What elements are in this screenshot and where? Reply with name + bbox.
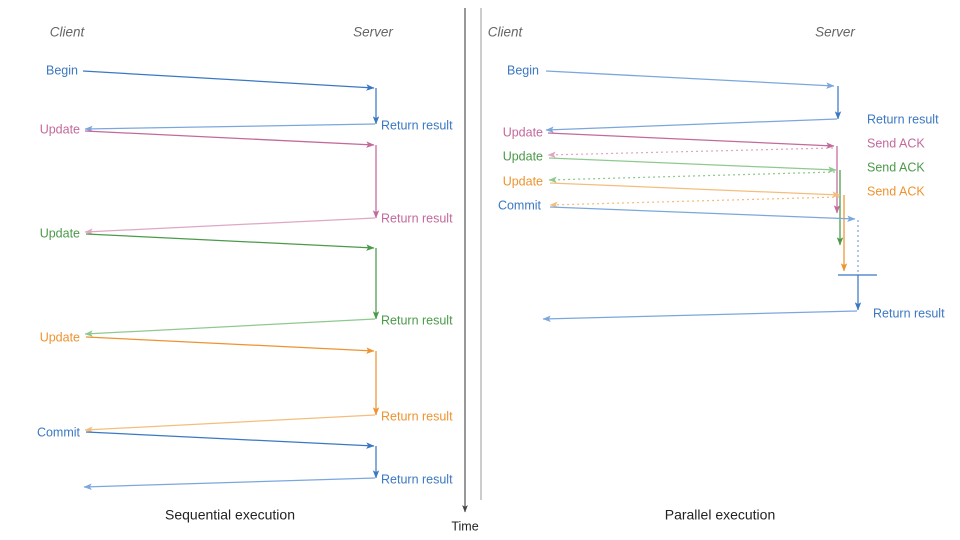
client-message-label-2: Update: [503, 149, 543, 163]
message-commit-request: [85, 431, 375, 449]
server-message-label-1: Return result: [381, 211, 453, 225]
message-update2-ack: [548, 171, 836, 184]
server-message-label-0: Return result: [867, 112, 939, 126]
client-lifeline-header: Client: [50, 25, 86, 40]
message-update1-request: [84, 130, 375, 148]
message-update2-request: [548, 157, 837, 173]
server-message-label-3: Send ACK: [867, 184, 925, 198]
server-message-label-1: Send ACK: [867, 136, 925, 150]
client-message-label-1: Update: [40, 122, 80, 136]
message-begin-request: [82, 70, 375, 91]
server-message-label-0: Return result: [381, 118, 453, 132]
message-update1-request: [547, 132, 835, 149]
client-message-label-4: Commit: [498, 198, 542, 212]
message-update2-request: [85, 233, 375, 251]
server-message-label-2: Send ACK: [867, 160, 925, 174]
panel-caption-sequential: Sequential execution: [165, 507, 295, 523]
time-axis-layer: Time: [451, 8, 482, 533]
client-message-label-0: Begin: [46, 63, 78, 77]
message-begin-return: [84, 123, 376, 133]
client-message-label-1: Update: [503, 125, 543, 139]
server-message-label-4: Return result: [381, 472, 453, 486]
message-commit-return: [542, 310, 858, 323]
message-update1-return: [84, 217, 376, 235]
message-commit-request: [549, 206, 856, 222]
client-lifeline-header: Client: [488, 25, 524, 40]
server-lifeline-header: Server: [353, 25, 393, 40]
message-update3-return: [84, 414, 376, 433]
message-update2-return: [84, 318, 376, 337]
client-message-label-2: Update: [40, 226, 80, 240]
message-update1-ack: [547, 147, 834, 159]
message-begin-request: [545, 70, 835, 89]
server-message-label-3: Return result: [381, 409, 453, 423]
client-message-label-3: Update: [40, 330, 80, 344]
client-message-label-3: Update: [503, 174, 543, 188]
message-update3-request: [85, 336, 375, 354]
client-message-label-4: Commit: [37, 425, 81, 439]
server-message-label-4: Return result: [873, 306, 945, 320]
server-message-label-2: Return result: [381, 313, 453, 327]
message-update3-request: [549, 182, 841, 198]
client-message-label-0: Begin: [507, 63, 539, 77]
time-axis-label: Time: [451, 519, 478, 533]
message-update3-ack: [549, 196, 840, 209]
panel-caption-parallel: Parallel execution: [665, 507, 776, 523]
message-commit-return: [83, 477, 376, 491]
server-lifeline-header: Server: [815, 25, 855, 40]
message-begin-return: [545, 118, 838, 133]
